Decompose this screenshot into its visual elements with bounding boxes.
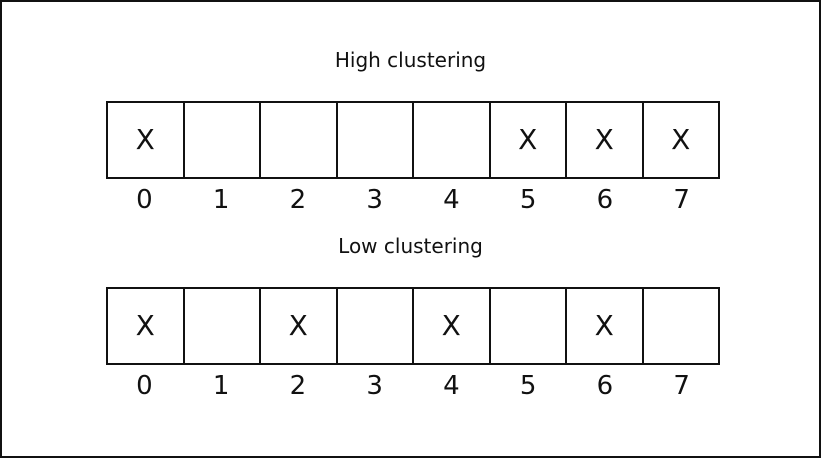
high-index-4: 4 (443, 185, 460, 215)
low-clustering-title: Low clustering (338, 234, 483, 258)
low-index-3: 3 (366, 371, 383, 401)
low-index-4: 4 (443, 371, 460, 401)
high-index-1: 1 (212, 185, 230, 215)
low-index-7: 7 (673, 371, 690, 401)
low-clustering-indices: 0 1 2 3 4 5 6 7 (106, 371, 720, 401)
high-index-6: 6 (596, 185, 614, 215)
high-index-5: 5 (519, 185, 537, 215)
high-index-2: 2 (289, 185, 307, 215)
low-cell-4: X (412, 289, 489, 363)
high-cell-4 (412, 103, 489, 177)
low-index-2: 2 (289, 371, 307, 401)
low-cell-3 (335, 289, 413, 363)
high-cell-0: X (135, 123, 155, 156)
low-index-6: 6 (596, 371, 614, 401)
low-index-0: 0 (136, 371, 153, 401)
high-index-0: 0 (136, 185, 153, 215)
high-clustering-array: X X X X (106, 101, 720, 179)
high-cell-2 (259, 103, 336, 177)
low-cell-0: X (135, 309, 155, 342)
low-index-1: 1 (212, 371, 230, 401)
low-cell-1 (182, 289, 260, 363)
low-cell-5 (488, 289, 566, 363)
high-clustering-indices: 0 1 2 3 4 5 6 7 (106, 185, 720, 215)
high-cell-1 (182, 103, 260, 177)
low-index-5: 5 (519, 371, 537, 401)
high-cell-5: X (488, 103, 566, 177)
high-index-7: 7 (673, 185, 690, 215)
low-cell-2: X (259, 289, 336, 363)
high-clustering-title: High clustering (334, 48, 487, 72)
high-cell-7: X (641, 103, 719, 177)
low-cell-6: X (565, 289, 642, 363)
low-clustering-array: X X X X (106, 287, 720, 365)
high-index-3: 3 (366, 185, 383, 215)
high-cell-6: X (565, 103, 642, 177)
low-cell-7 (641, 289, 719, 363)
high-cell-3 (335, 103, 413, 177)
